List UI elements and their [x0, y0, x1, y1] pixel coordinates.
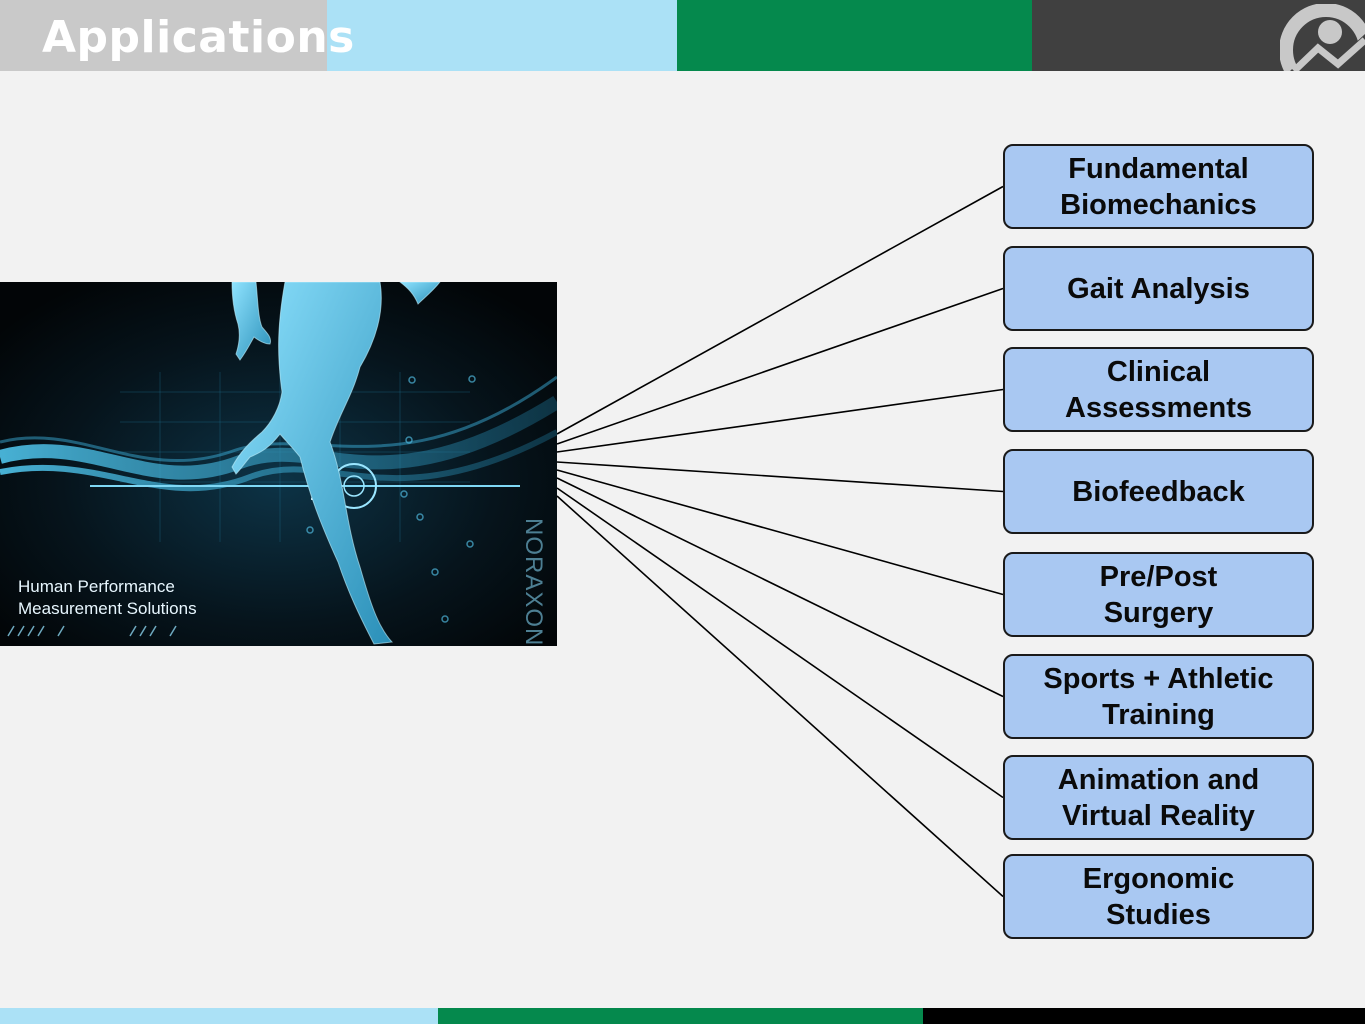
- connector-line: [556, 487, 1004, 799]
- application-label: Ergonomic Studies: [1082, 862, 1235, 931]
- hero-image: 2 Human Performance Measurement Solution…: [0, 282, 557, 646]
- application-label: Biofeedback: [1072, 475, 1245, 508]
- application-label: Animation and Virtual Reality: [1057, 763, 1260, 832]
- connector-line: [556, 477, 1004, 698]
- header-band-green: [677, 0, 1032, 71]
- footer-band-green: [438, 1008, 923, 1024]
- hero-caption-line2: Measurement Solutions: [18, 599, 197, 618]
- application-box: Ergonomic Studies: [1003, 854, 1314, 939]
- application-label: Gait Analysis: [1067, 272, 1250, 305]
- connector-line: [556, 495, 1004, 898]
- application-box: Clinical Assessments: [1003, 347, 1314, 432]
- application-label: Fundamental Biomechanics: [1060, 152, 1257, 221]
- application-box: Sports + Athletic Training: [1003, 654, 1314, 739]
- hero-caption-line1: Human Performance: [18, 577, 175, 596]
- brand-label: NORAXON: [520, 518, 547, 646]
- footer-band-lightblue: [0, 1008, 438, 1024]
- connector-line: [556, 185, 1004, 435]
- application-label: Pre/Post Surgery: [1099, 560, 1218, 629]
- header-band-gray: [0, 0, 327, 71]
- connector-line: [556, 287, 1004, 445]
- header-band-lightblue: [327, 0, 677, 71]
- application-box: Pre/Post Surgery: [1003, 552, 1314, 637]
- connector-line: [556, 461, 1004, 493]
- application-label: Clinical Assessments: [1065, 355, 1252, 424]
- connector-line: [556, 388, 1004, 453]
- footer-band-black: [923, 1008, 1365, 1024]
- application-box: Biofeedback: [1003, 449, 1314, 534]
- logo-icon: [1280, 4, 1365, 71]
- connector-line: [556, 469, 1004, 596]
- application-label: Sports + Athletic Training: [1043, 662, 1274, 731]
- page-title: Applications: [42, 12, 355, 63]
- application-box: Fundamental Biomechanics: [1003, 144, 1314, 229]
- application-box: Animation and Virtual Reality: [1003, 755, 1314, 840]
- application-box: Gait Analysis: [1003, 246, 1314, 331]
